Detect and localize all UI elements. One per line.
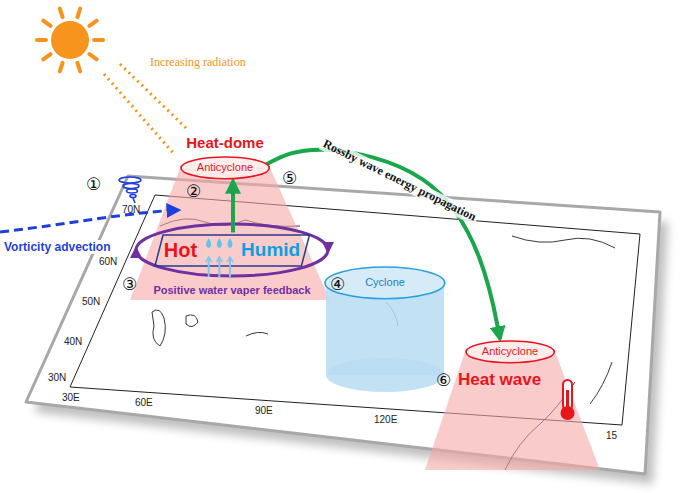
callout-number: ④ bbox=[330, 274, 345, 294]
illustration-part bbox=[127, 189, 138, 193]
vapour-arrow bbox=[229, 259, 231, 277]
illustration-part bbox=[130, 168, 330, 300]
sun-ray bbox=[77, 63, 80, 72]
anticyclone-ellipse: Heat-domeAnticyclone bbox=[181, 134, 269, 179]
heat-wave-region bbox=[425, 352, 600, 470]
sun-ray bbox=[43, 21, 50, 26]
callout-number: ① bbox=[86, 174, 101, 194]
longitude-label: 30E bbox=[62, 392, 80, 404]
illustration-part bbox=[322, 242, 334, 254]
water-drop bbox=[217, 238, 222, 248]
ellipse-line bbox=[325, 267, 445, 299]
vapour-arrow bbox=[207, 259, 209, 277]
sun-ray bbox=[43, 54, 50, 59]
illustration-part bbox=[104, 74, 174, 154]
annotation: Increasing radiation bbox=[150, 55, 246, 69]
map-card bbox=[26, 176, 668, 484]
illustration-part bbox=[0, 210, 180, 232]
shape-heading: Positive water vaper feedback bbox=[153, 284, 310, 298]
water-drop bbox=[206, 238, 211, 248]
box-outline bbox=[155, 235, 309, 266]
latitude-label: 60N bbox=[99, 256, 117, 268]
ellipse-line bbox=[466, 341, 554, 363]
illustration-part bbox=[130, 246, 142, 258]
sun-ray bbox=[60, 63, 63, 72]
shape-text: Anticyclone bbox=[197, 161, 253, 175]
illustration-part bbox=[563, 380, 572, 410]
sun bbox=[37, 9, 103, 72]
card bbox=[26, 176, 660, 474]
sun-ray bbox=[89, 54, 96, 59]
illustration-part bbox=[246, 332, 268, 336]
sun-ray bbox=[89, 21, 96, 26]
illustration-part bbox=[133, 198, 135, 203]
shape-text: Cyclone bbox=[365, 276, 405, 290]
callout-number: ② bbox=[186, 181, 201, 201]
shape-body: Anticyclone bbox=[181, 157, 269, 179]
vapour-arrow-head bbox=[216, 257, 222, 262]
rossby-arrow bbox=[231, 181, 235, 233]
longitude-label: 15 bbox=[606, 430, 617, 442]
shape-body: Anticyclone bbox=[466, 341, 554, 363]
shape-heading: Heat-dome bbox=[186, 134, 264, 153]
longitude-label: 90E bbox=[255, 405, 273, 417]
shape-body: Hot Humid bbox=[154, 234, 310, 267]
sun-ray bbox=[37, 38, 46, 42]
latitude-label: 40N bbox=[64, 336, 82, 348]
illustration-part bbox=[326, 358, 444, 392]
shape-text: Anticyclone bbox=[482, 345, 538, 359]
sun-ray bbox=[77, 9, 80, 18]
illustration-part bbox=[561, 406, 575, 420]
ellipse-line bbox=[181, 157, 269, 179]
shape-text: Humid bbox=[241, 238, 300, 262]
heat-wave-label: Heat wave bbox=[458, 370, 541, 390]
illustration-part bbox=[123, 184, 139, 189]
vapour-arrow-head bbox=[205, 257, 211, 262]
annotation: Vorticity advection bbox=[2, 240, 112, 254]
vapour-arrow-head bbox=[227, 257, 233, 262]
sun-disc bbox=[51, 21, 89, 59]
latitude-label: 70N bbox=[122, 204, 140, 216]
anticyclone-ellipse: Anticyclone bbox=[466, 341, 554, 363]
illustration-part bbox=[512, 236, 615, 248]
illustration-part bbox=[152, 310, 165, 346]
callout-number: ③ bbox=[122, 274, 137, 294]
shape-text: Hot bbox=[164, 238, 197, 263]
heat-dome-region bbox=[130, 168, 330, 300]
radiation-lines bbox=[104, 64, 186, 154]
vapour-arrow bbox=[218, 259, 220, 277]
water-drop bbox=[227, 238, 232, 248]
latitude-label: 50N bbox=[82, 296, 100, 308]
thermometer-icon bbox=[561, 380, 575, 420]
callout-number: ⑤ bbox=[282, 168, 297, 188]
illustration-part bbox=[119, 177, 141, 183]
illustration-part bbox=[590, 362, 612, 404]
tornado-icon bbox=[119, 177, 141, 203]
latitude-label: 30N bbox=[48, 372, 66, 384]
illustration-part bbox=[130, 195, 136, 198]
callout-number: ⑥ bbox=[436, 370, 451, 390]
illustration-part bbox=[233, 150, 500, 339]
sun-ray bbox=[60, 9, 63, 18]
longitude-label: 120E bbox=[374, 414, 397, 426]
feedback-box: Hot HumidPositive water vaper feedback bbox=[153, 234, 310, 298]
longitude-label: 60E bbox=[135, 397, 153, 409]
illustration-part bbox=[425, 352, 600, 470]
sun-ray bbox=[94, 38, 103, 42]
illustration-part bbox=[120, 64, 186, 128]
vorticity-arrow bbox=[0, 210, 180, 232]
illustration-part bbox=[186, 315, 198, 327]
